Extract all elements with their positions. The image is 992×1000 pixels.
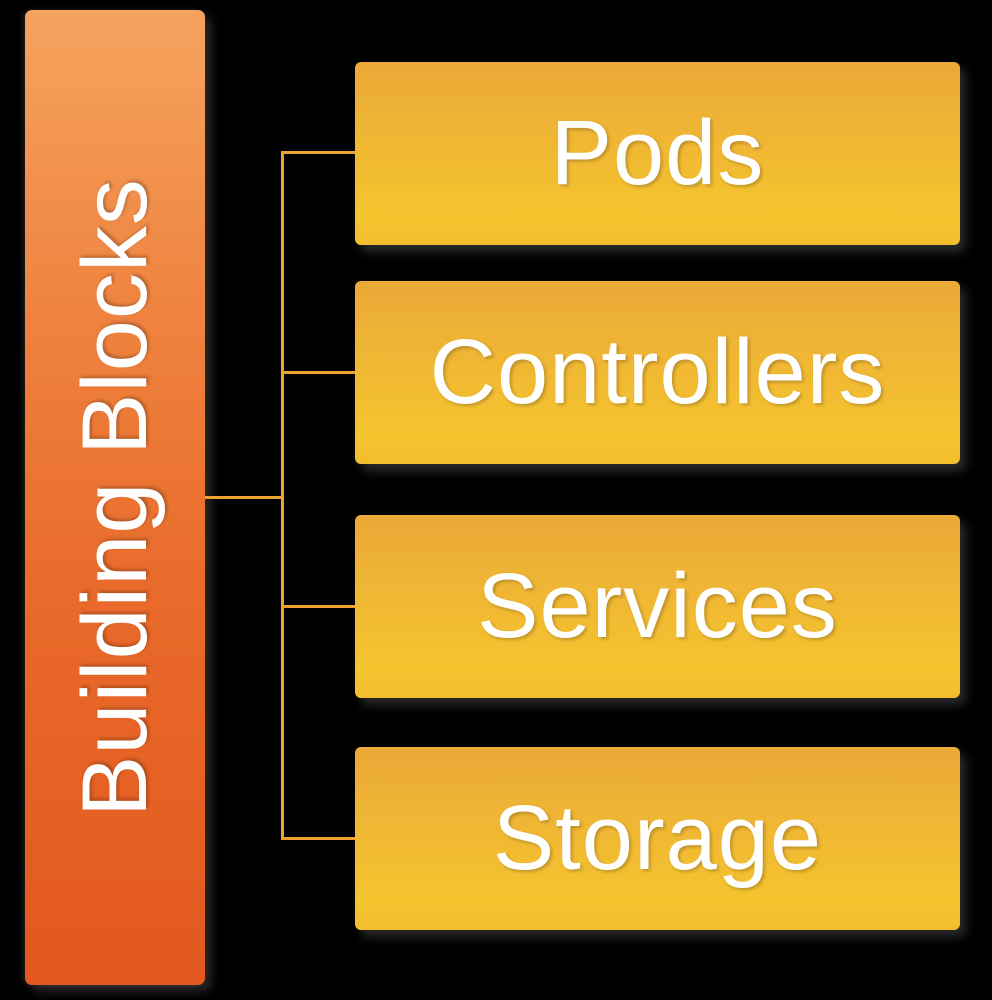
child-node-label: Services xyxy=(477,555,838,657)
connector-branch-controllers xyxy=(282,371,356,374)
child-node-label: Storage xyxy=(492,787,823,889)
connector-branch-services xyxy=(282,605,356,608)
child-node-services: Services xyxy=(355,515,960,698)
root-node-label: Building Blocks xyxy=(63,178,166,817)
connector-branch-storage xyxy=(282,837,356,840)
child-node-label: Controllers xyxy=(429,321,886,423)
connector-branch-pods xyxy=(282,151,356,154)
child-node-pods: Pods xyxy=(355,62,960,245)
connector-root-stem xyxy=(205,496,282,499)
root-node-building-blocks: Building Blocks xyxy=(25,10,205,985)
child-node-label: Pods xyxy=(550,102,765,204)
connector-trunk xyxy=(281,151,284,840)
child-node-storage: Storage xyxy=(355,747,960,930)
child-node-controllers: Controllers xyxy=(355,281,960,464)
